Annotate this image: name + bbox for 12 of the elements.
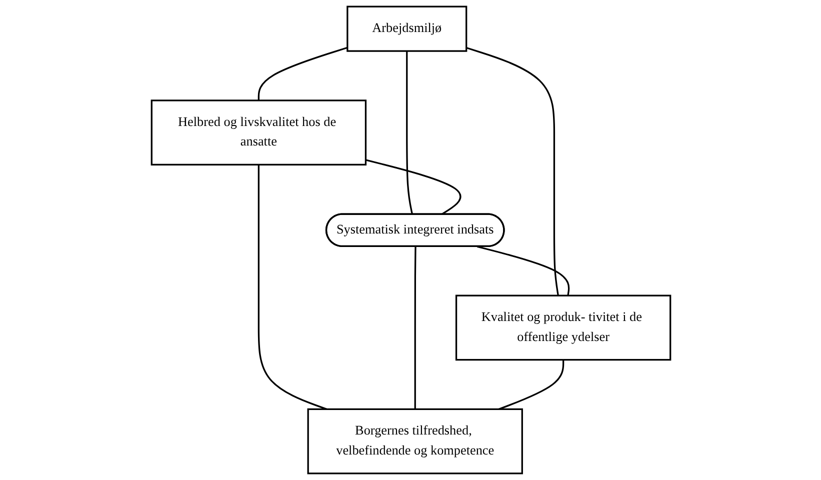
connector bbox=[365, 159, 461, 216]
node-box: Kvalitet og produk- tivitet i de offentlige ydelser bbox=[454, 294, 671, 361]
connector bbox=[257, 46, 348, 100]
connector bbox=[498, 360, 564, 410]
connector bbox=[476, 246, 570, 296]
node-box: Helbred og livskvalitet hos de ansatte bbox=[150, 100, 366, 166]
node-box: Borgernes tilfredshed, velbefindende og kompetence bbox=[306, 408, 522, 474]
node-box: Arbejdsmiljø bbox=[346, 6, 467, 52]
connector bbox=[257, 164, 326, 410]
connector bbox=[414, 246, 416, 410]
connector bbox=[406, 51, 413, 215]
connector bbox=[466, 46, 558, 296]
